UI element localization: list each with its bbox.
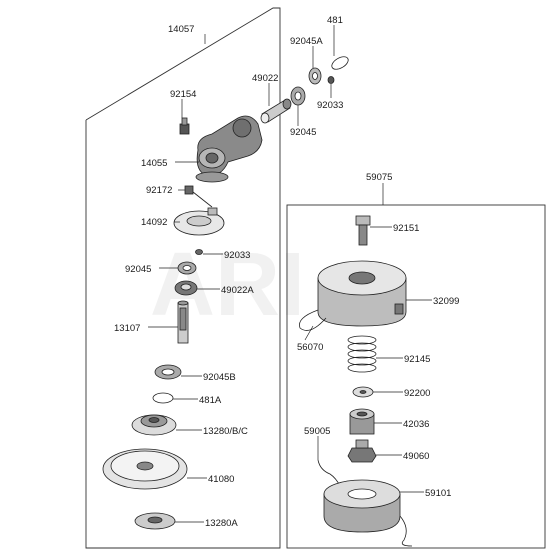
label-92200: 92200 <box>404 388 430 399</box>
label-92151: 92151 <box>393 223 419 234</box>
label-41080: 41080 <box>208 474 234 485</box>
washer-13280A <box>134 512 176 530</box>
screw-92172 <box>184 185 213 208</box>
line-59005 <box>317 459 341 487</box>
bolt-92151 <box>355 215 371 246</box>
circlip-481A <box>152 392 174 404</box>
label-49022A: 49022A <box>221 285 254 296</box>
label-14057: 14057 <box>168 24 194 35</box>
sleeve-42036 <box>349 408 375 435</box>
bearing-92045B <box>154 364 182 380</box>
nut-49060 <box>347 439 377 463</box>
guard-14092 <box>173 207 225 236</box>
bearing-92045-top <box>290 86 306 106</box>
label-92172: 92172 <box>146 185 172 196</box>
circlip-481 <box>331 56 349 70</box>
label-481-top: 481 <box>327 15 343 26</box>
leader-lines <box>148 25 432 523</box>
label-92145: 92145 <box>404 354 430 365</box>
washer-92200 <box>352 386 374 398</box>
bearing-92045A <box>308 67 322 85</box>
trimmer-head-frame <box>286 204 546 549</box>
label-13280A: 13280A <box>205 518 238 529</box>
label-92045-mid: 92045 <box>125 264 151 275</box>
label-42036: 42036 <box>403 419 429 430</box>
spool-59101 <box>323 479 413 547</box>
gear-49022 <box>260 98 292 124</box>
label-32099: 32099 <box>433 296 459 307</box>
shaft-13107 <box>177 300 189 344</box>
spring-92145 <box>347 335 377 373</box>
label-49060: 49060 <box>403 451 429 462</box>
label-92033-mid: 92033 <box>224 250 250 261</box>
label-13280BC: 13280/B/C <box>203 426 248 437</box>
gear-49022A <box>174 280 198 296</box>
gear-head-frame <box>85 7 281 549</box>
label-59005: 59005 <box>304 426 330 437</box>
holder-13280BC <box>131 414 177 436</box>
label-92154: 92154 <box>170 89 196 100</box>
label-14055: 14055 <box>141 158 167 169</box>
bolt-92154 <box>179 117 190 135</box>
label-92045-top: 92045 <box>290 127 316 138</box>
label-13107: 13107 <box>114 323 140 334</box>
cover-41080 <box>102 448 188 490</box>
bearing-92045-mid <box>177 261 197 275</box>
label-59075: 59075 <box>366 172 392 183</box>
label-92033-top: 92033 <box>317 100 343 111</box>
label-14092: 14092 <box>141 217 167 228</box>
label-92045B: 92045B <box>203 372 236 383</box>
housing-32099 <box>317 260 407 327</box>
ring-92033-mid <box>195 249 203 255</box>
gear-case-14055 <box>195 115 263 183</box>
label-56070: 56070 <box>297 342 323 353</box>
label-49022: 49022 <box>252 73 278 84</box>
label-481A: 481A <box>199 395 222 406</box>
label-92045A: 92045A <box>290 36 323 47</box>
line-56070 <box>299 309 327 331</box>
ring-92033-top <box>327 76 335 84</box>
label-59101: 59101 <box>425 488 451 499</box>
